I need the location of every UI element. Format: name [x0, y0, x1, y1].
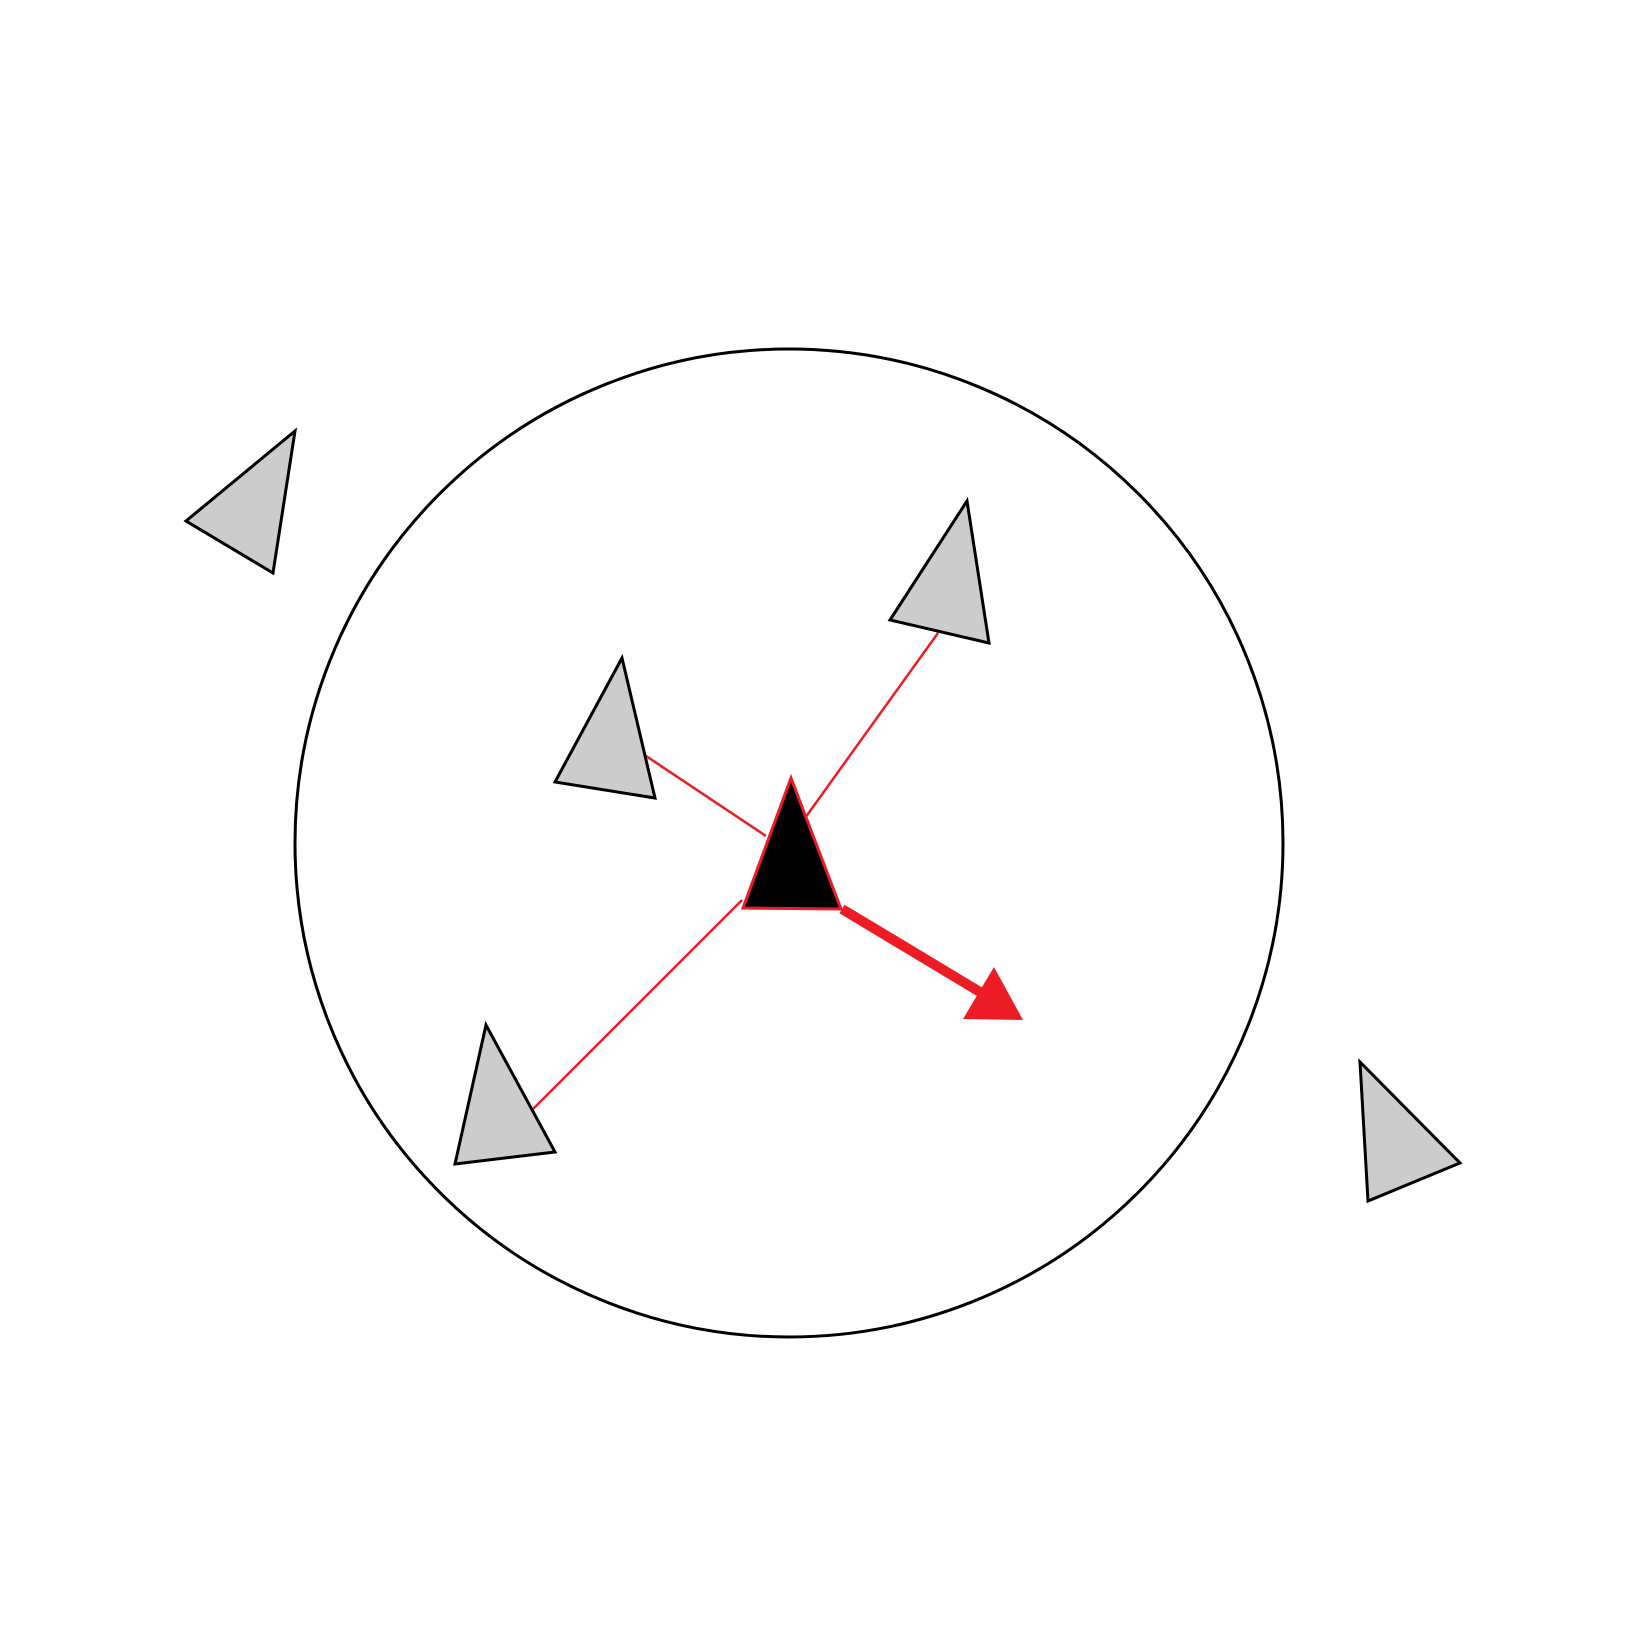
- neighbor-agent-upper-left: [552, 653, 657, 800]
- focal-agent: [740, 773, 844, 911]
- neighbor-link-upper-right: [803, 632, 940, 819]
- neighborhood-radius-circle: [293, 347, 1285, 1339]
- neighbor-link-lower-left: [531, 899, 743, 1111]
- outside-agent-lower-right: [1358, 1058, 1463, 1204]
- steering-vector-shaft: [839, 904, 988, 1000]
- steering-vector-arrowhead: [963, 967, 1023, 1020]
- neighbor-agent-lower-left: [453, 1020, 558, 1166]
- neighbor-link-upper-left: [645, 754, 767, 838]
- outside-agent-upper-left: [183, 427, 298, 576]
- neighbor-agent-upper-right: [887, 496, 991, 645]
